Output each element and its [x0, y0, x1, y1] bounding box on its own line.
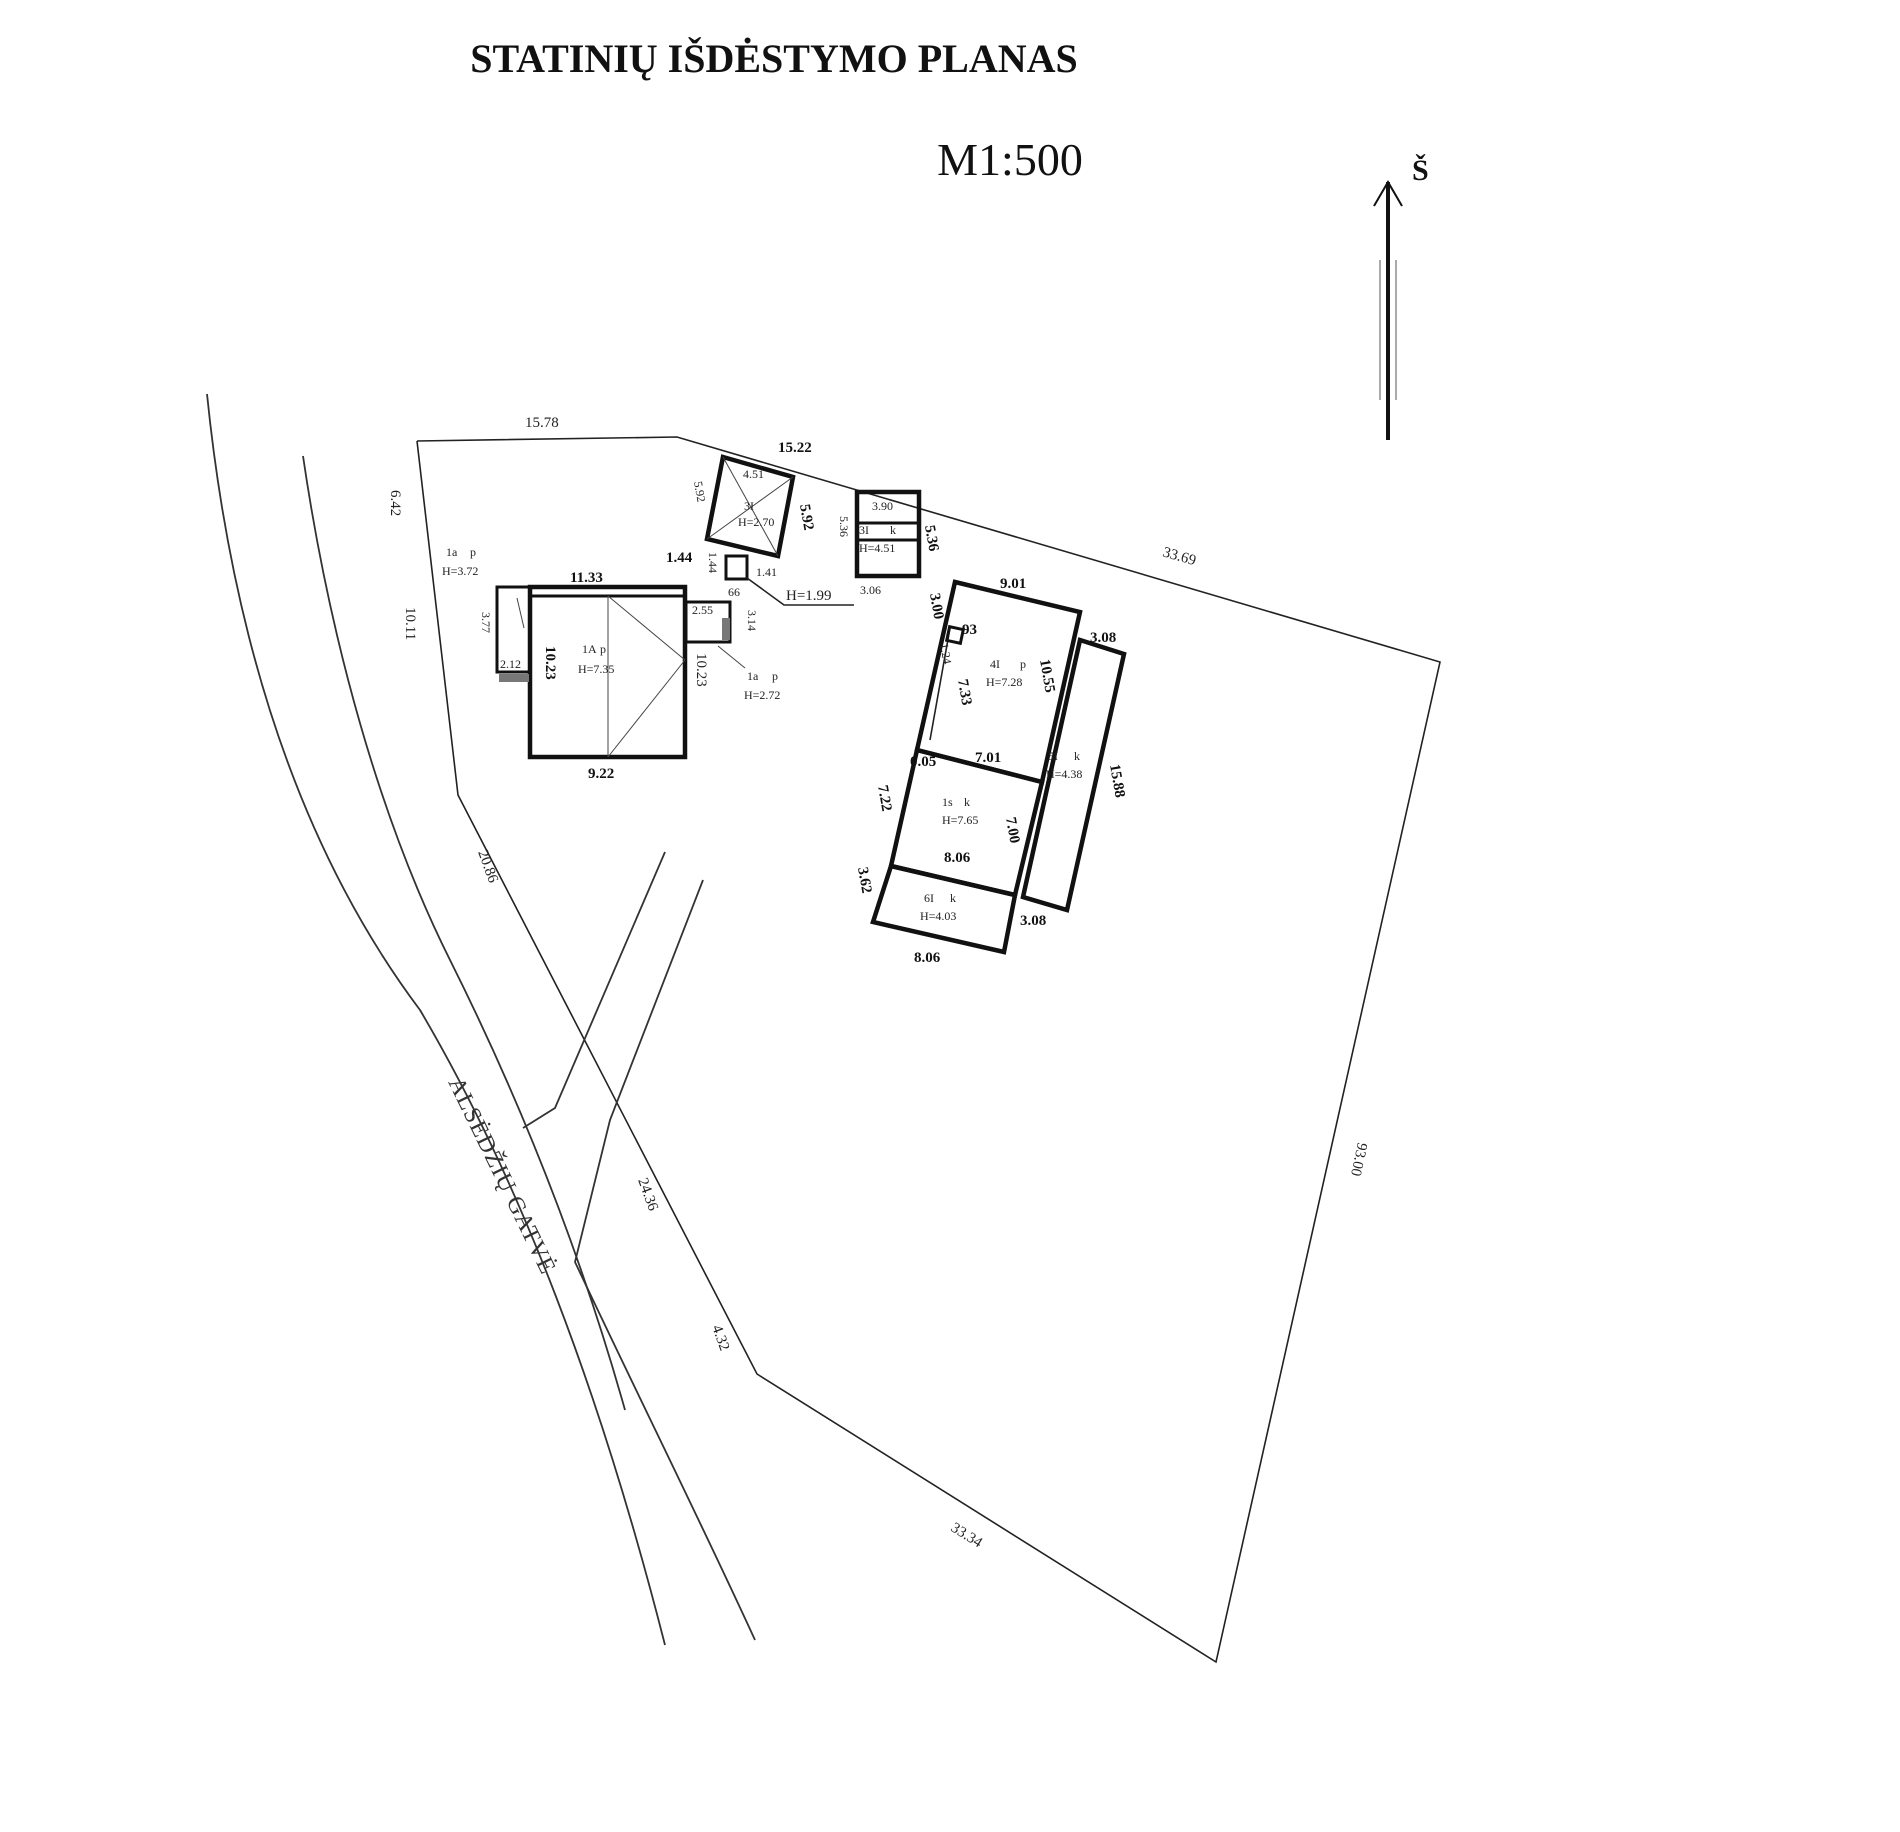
street-name-label: ALSĖDŽIŲ GATVĖ	[443, 1073, 561, 1279]
barn-side-dim-top: 3.08	[1090, 630, 1116, 646]
barn-mid-suffix: k	[964, 795, 970, 809]
shed-right: 3.90 3I k H=4.51 3.06 5.36 5.36	[837, 489, 941, 597]
plot-dim-right: 93.00	[1347, 1141, 1370, 1177]
house-1a: 1A p H=7.35 11.33 9.22 10.23 10.23	[527, 570, 709, 782]
house-dim-left: 10.23	[542, 646, 558, 680]
barn-side-suffix: k	[1074, 749, 1080, 763]
annex-right-dim-side: 3.14	[745, 610, 759, 631]
annex-left: 1a p H=3.72 3.77 2.12	[442, 545, 532, 682]
barn-upper-dim-top: 9.01	[1000, 576, 1026, 592]
barn-lower-dim-bottom: 8.06	[914, 950, 941, 966]
barn-upper-suffix: p	[1020, 657, 1026, 671]
annex-left-height: H=3.72	[442, 564, 478, 578]
barn-upper-dim-left: 3.00	[926, 592, 946, 621]
shed-right-dim-top: 3.90	[872, 499, 893, 513]
barn-mid-dim-top-left: 0.05	[910, 754, 936, 770]
shed-right-id: 3I	[859, 523, 869, 537]
house-dim-bottom: 9.22	[588, 766, 614, 782]
barn-lower-height: H=4.03	[920, 909, 956, 923]
barn-upper-dim-small2: 1.24	[937, 642, 954, 665]
barn-upper-height: H=7.28	[986, 675, 1022, 689]
shed-diag-dim-top: 4.51	[743, 467, 764, 481]
annex-left-suffix: p	[470, 545, 476, 559]
small-box-height: H=1.99	[786, 588, 832, 604]
plot-dim-top-mid: 15.22	[778, 440, 812, 456]
barn-upper-dim-bottom: 7.01	[975, 750, 1001, 766]
shed-diag: 4.51 3I H=2.70 5.92 5.92	[691, 454, 816, 559]
house-id: 1A	[582, 642, 597, 656]
shed-right-dim-left: 5.36	[837, 516, 851, 537]
barn-mid-dim-bottom: 8.06	[944, 850, 971, 866]
shed-diag-height: H=2.70	[738, 515, 774, 529]
annex-left-id: 1a	[446, 545, 458, 559]
plot-dim-bottom: 33.34	[948, 1520, 986, 1552]
barn-upper-dim-small: 93	[962, 622, 977, 638]
barn-side-dim-right: 15.88	[1106, 763, 1128, 799]
shed-diag-dim-left: 5.92	[691, 480, 708, 503]
street-lines	[206, 393, 756, 1646]
shed-right-suffix: k	[890, 523, 896, 537]
barn-lower-dim-left: 3.62	[854, 866, 874, 895]
plot-boundary	[416, 436, 1441, 1664]
small-box-dim-inner: 1.44	[706, 552, 720, 573]
shed-diag-id: 3I	[744, 499, 754, 513]
barn-side-id: 5I	[1048, 749, 1058, 763]
north-arrow-icon: Š	[1373, 154, 1429, 440]
barn-mid-dim-left: 7.22	[874, 784, 894, 813]
plan-title: STATINIŲ IŠDĖSTYMO PLANAS	[470, 36, 1078, 81]
shed-right-dim-bottom: 3.06	[860, 583, 881, 597]
annex-right-suffix: p	[772, 669, 778, 683]
barn-complex: 9.01 3.00 93 1.24 4I p H=7.28 7.33 7.01 …	[854, 576, 1128, 966]
small-box-dim-right: 1.41	[756, 565, 777, 579]
shed-diag-dim-right: 5.92	[796, 503, 816, 532]
house-dim-top: 11.33	[570, 570, 603, 586]
small-box-dim-side: 1.44	[666, 550, 693, 566]
annex-right-dim-top: 2.55	[692, 603, 713, 617]
plot-dim-left-3: 20.86	[474, 848, 501, 886]
plot-dim-left-5: 4.32	[708, 1323, 732, 1353]
plot-dim-left-2: 10.11	[402, 607, 418, 640]
house-height: H=7.35	[578, 662, 614, 676]
plot-dim-left-1: 6.42	[387, 490, 403, 516]
barn-lower-id: 6I	[924, 891, 934, 905]
barn-upper-id: 4I	[990, 657, 1000, 671]
shed-right-dim-right: 5.36	[921, 524, 941, 553]
small-box: 1.44 1.44 1.41 66 H=1.99	[666, 550, 854, 606]
annex-left-dim-bottom: 2.12	[500, 657, 521, 671]
barn-mid-dim-right: 7.00	[1002, 816, 1022, 845]
shed-right-height: H=4.51	[859, 541, 895, 555]
barn-upper-dim-right: 10.55	[1036, 658, 1058, 694]
house-suffix: p	[600, 642, 606, 656]
small-box-dim-bottom: 66	[728, 585, 740, 599]
plot-dim-top-left: 15.78	[525, 415, 559, 431]
annex-right: 2.55 3.14 1a p H=2.72	[684, 600, 780, 702]
annex-right-height: H=2.72	[744, 688, 780, 702]
barn-mid-height: H=7.65	[942, 813, 978, 827]
plot-dim-top-right: 33.69	[1161, 544, 1198, 569]
plan-scale: M1:500	[937, 134, 1083, 185]
north-label: Š	[1412, 154, 1429, 187]
barn-side-dim-bottom: 3.08	[1020, 913, 1046, 929]
barn-mid-id: 1s	[942, 795, 953, 809]
barn-lower-suffix: k	[950, 891, 956, 905]
house-dim-right: 10.23	[693, 653, 709, 687]
annex-right-id: 1a	[747, 669, 759, 683]
annex-left-dim-side: 3.77	[479, 612, 493, 633]
barn-side-height: H=4.38	[1046, 767, 1082, 781]
barn-upper-dim-inner-left: 7.33	[954, 678, 974, 707]
